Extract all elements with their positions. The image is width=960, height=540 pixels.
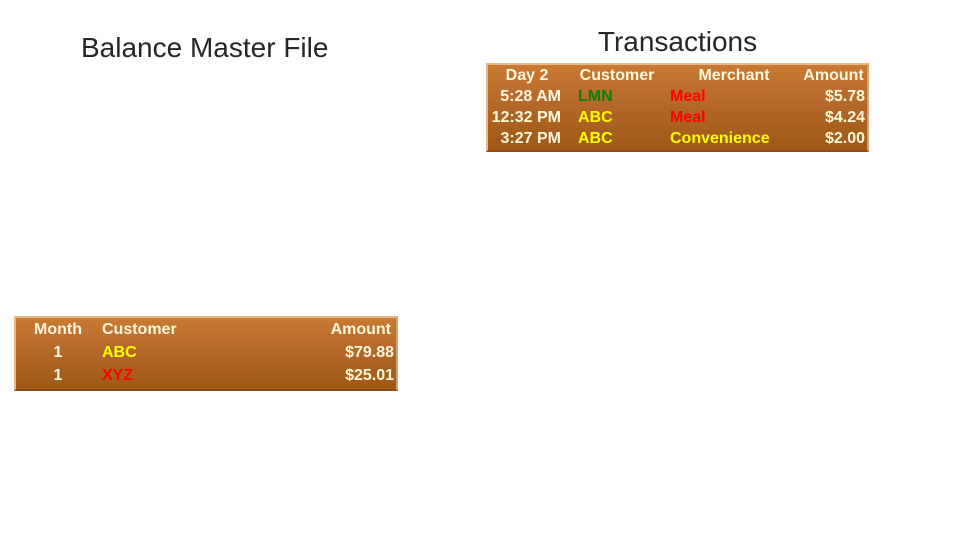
transactions-header-customer: Customer	[579, 67, 655, 84]
transaction-customer: LMN	[578, 88, 613, 105]
transactions-header-day: Day 2	[505, 67, 549, 84]
transaction-customer: ABC	[578, 130, 613, 147]
balance-header-month: Month	[34, 321, 82, 338]
balance-master-file-title: Balance Master File	[81, 32, 329, 63]
balance-customer: XYZ	[102, 367, 134, 384]
transaction-amount: $4.24	[824, 109, 865, 126]
transaction-time: 5:28 AM	[500, 88, 561, 105]
transaction-row: 3:27 PM ABC Convenience $2.00	[488, 128, 867, 149]
balance-month: 1	[53, 344, 63, 361]
balance-row: 1 ABC $79.88	[16, 341, 396, 364]
transaction-time: 3:27 PM	[500, 130, 561, 147]
transaction-row: 5:28 AM LMN Meal $5.78	[488, 86, 867, 107]
transaction-merchant: Meal	[670, 88, 706, 105]
transaction-amount: $5.78	[824, 88, 865, 105]
balance-amount: $25.01	[345, 367, 394, 384]
transaction-customer: ABC	[578, 109, 613, 126]
balance-row: 1 XYZ $25.01	[16, 364, 396, 387]
balance-customer: ABC	[102, 344, 137, 361]
balance-month: 1	[53, 367, 63, 384]
balance-header-row: Month Customer Amount	[16, 318, 396, 341]
balance-amount: $79.88	[345, 344, 394, 361]
transaction-amount: $2.00	[824, 130, 865, 147]
transactions-header-merchant: Merchant	[698, 67, 770, 84]
transactions-table: Day 2 Customer Merchant Amount 5:28 AM L…	[486, 63, 869, 152]
balance-header-amount: Amount	[330, 321, 391, 338]
balance-master-table: Month Customer Amount 1 ABC $79.88 1 XYZ…	[14, 316, 398, 391]
transaction-merchant: Convenience	[670, 130, 770, 147]
transactions-header-amount: Amount	[803, 67, 864, 84]
transactions-title: Transactions	[597, 26, 758, 57]
transaction-time: 12:32 PM	[491, 109, 561, 126]
balance-header-customer: Customer	[102, 321, 177, 338]
transactions-header-row: Day 2 Customer Merchant Amount	[488, 65, 867, 86]
transaction-row: 12:32 PM ABC Meal $4.24	[488, 107, 867, 128]
transaction-merchant: Meal	[670, 109, 706, 126]
